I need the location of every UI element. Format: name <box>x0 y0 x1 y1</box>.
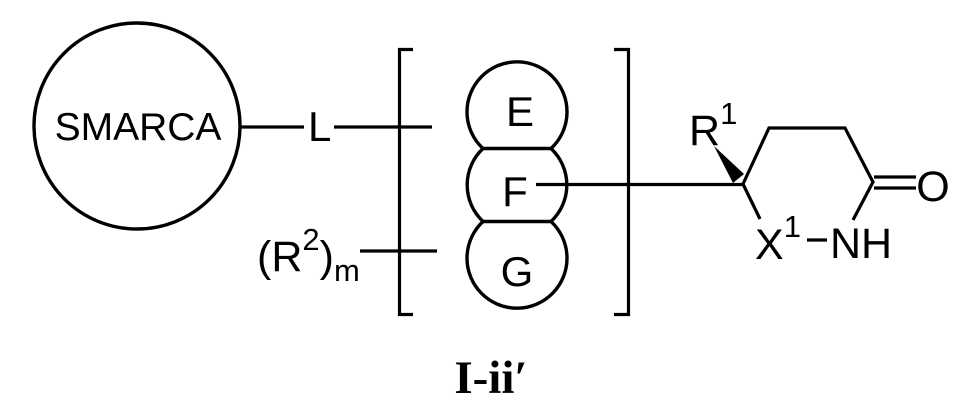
ring-f-label: F <box>502 168 528 215</box>
smarca-label: SMARCA <box>55 106 222 149</box>
compound-id-label: I-ii′ <box>454 352 527 404</box>
x1-base: X <box>755 221 784 269</box>
r2-suffix: ) <box>320 233 334 281</box>
wedge-bond-r1 <box>714 146 744 183</box>
lactam-ring-bonds <box>741 126 875 242</box>
r2-subscript: m <box>334 253 360 288</box>
x1-superscript: 1 <box>784 209 801 244</box>
r2-substituent-label: (R2)m <box>257 222 360 288</box>
r1-base: R <box>689 107 720 155</box>
carbonyl-double-bond <box>874 175 916 190</box>
nh-label: NH <box>830 220 892 268</box>
r1-superscript: 1 <box>720 96 737 131</box>
ring-e-circle <box>465 60 569 151</box>
oxygen-label: O <box>916 163 949 211</box>
r1-label: R1 <box>689 96 737 155</box>
linker-label: L <box>308 103 331 150</box>
r2-superscript: 2 <box>302 222 319 257</box>
ring-g-circle <box>465 219 569 310</box>
right-bracket <box>614 47 631 317</box>
ring-g-label: G <box>501 248 534 295</box>
ring-e-label: E <box>506 88 534 135</box>
r2-prefix: (R <box>257 233 302 281</box>
left-bracket <box>397 47 413 317</box>
x1-label: X1 <box>755 209 801 269</box>
